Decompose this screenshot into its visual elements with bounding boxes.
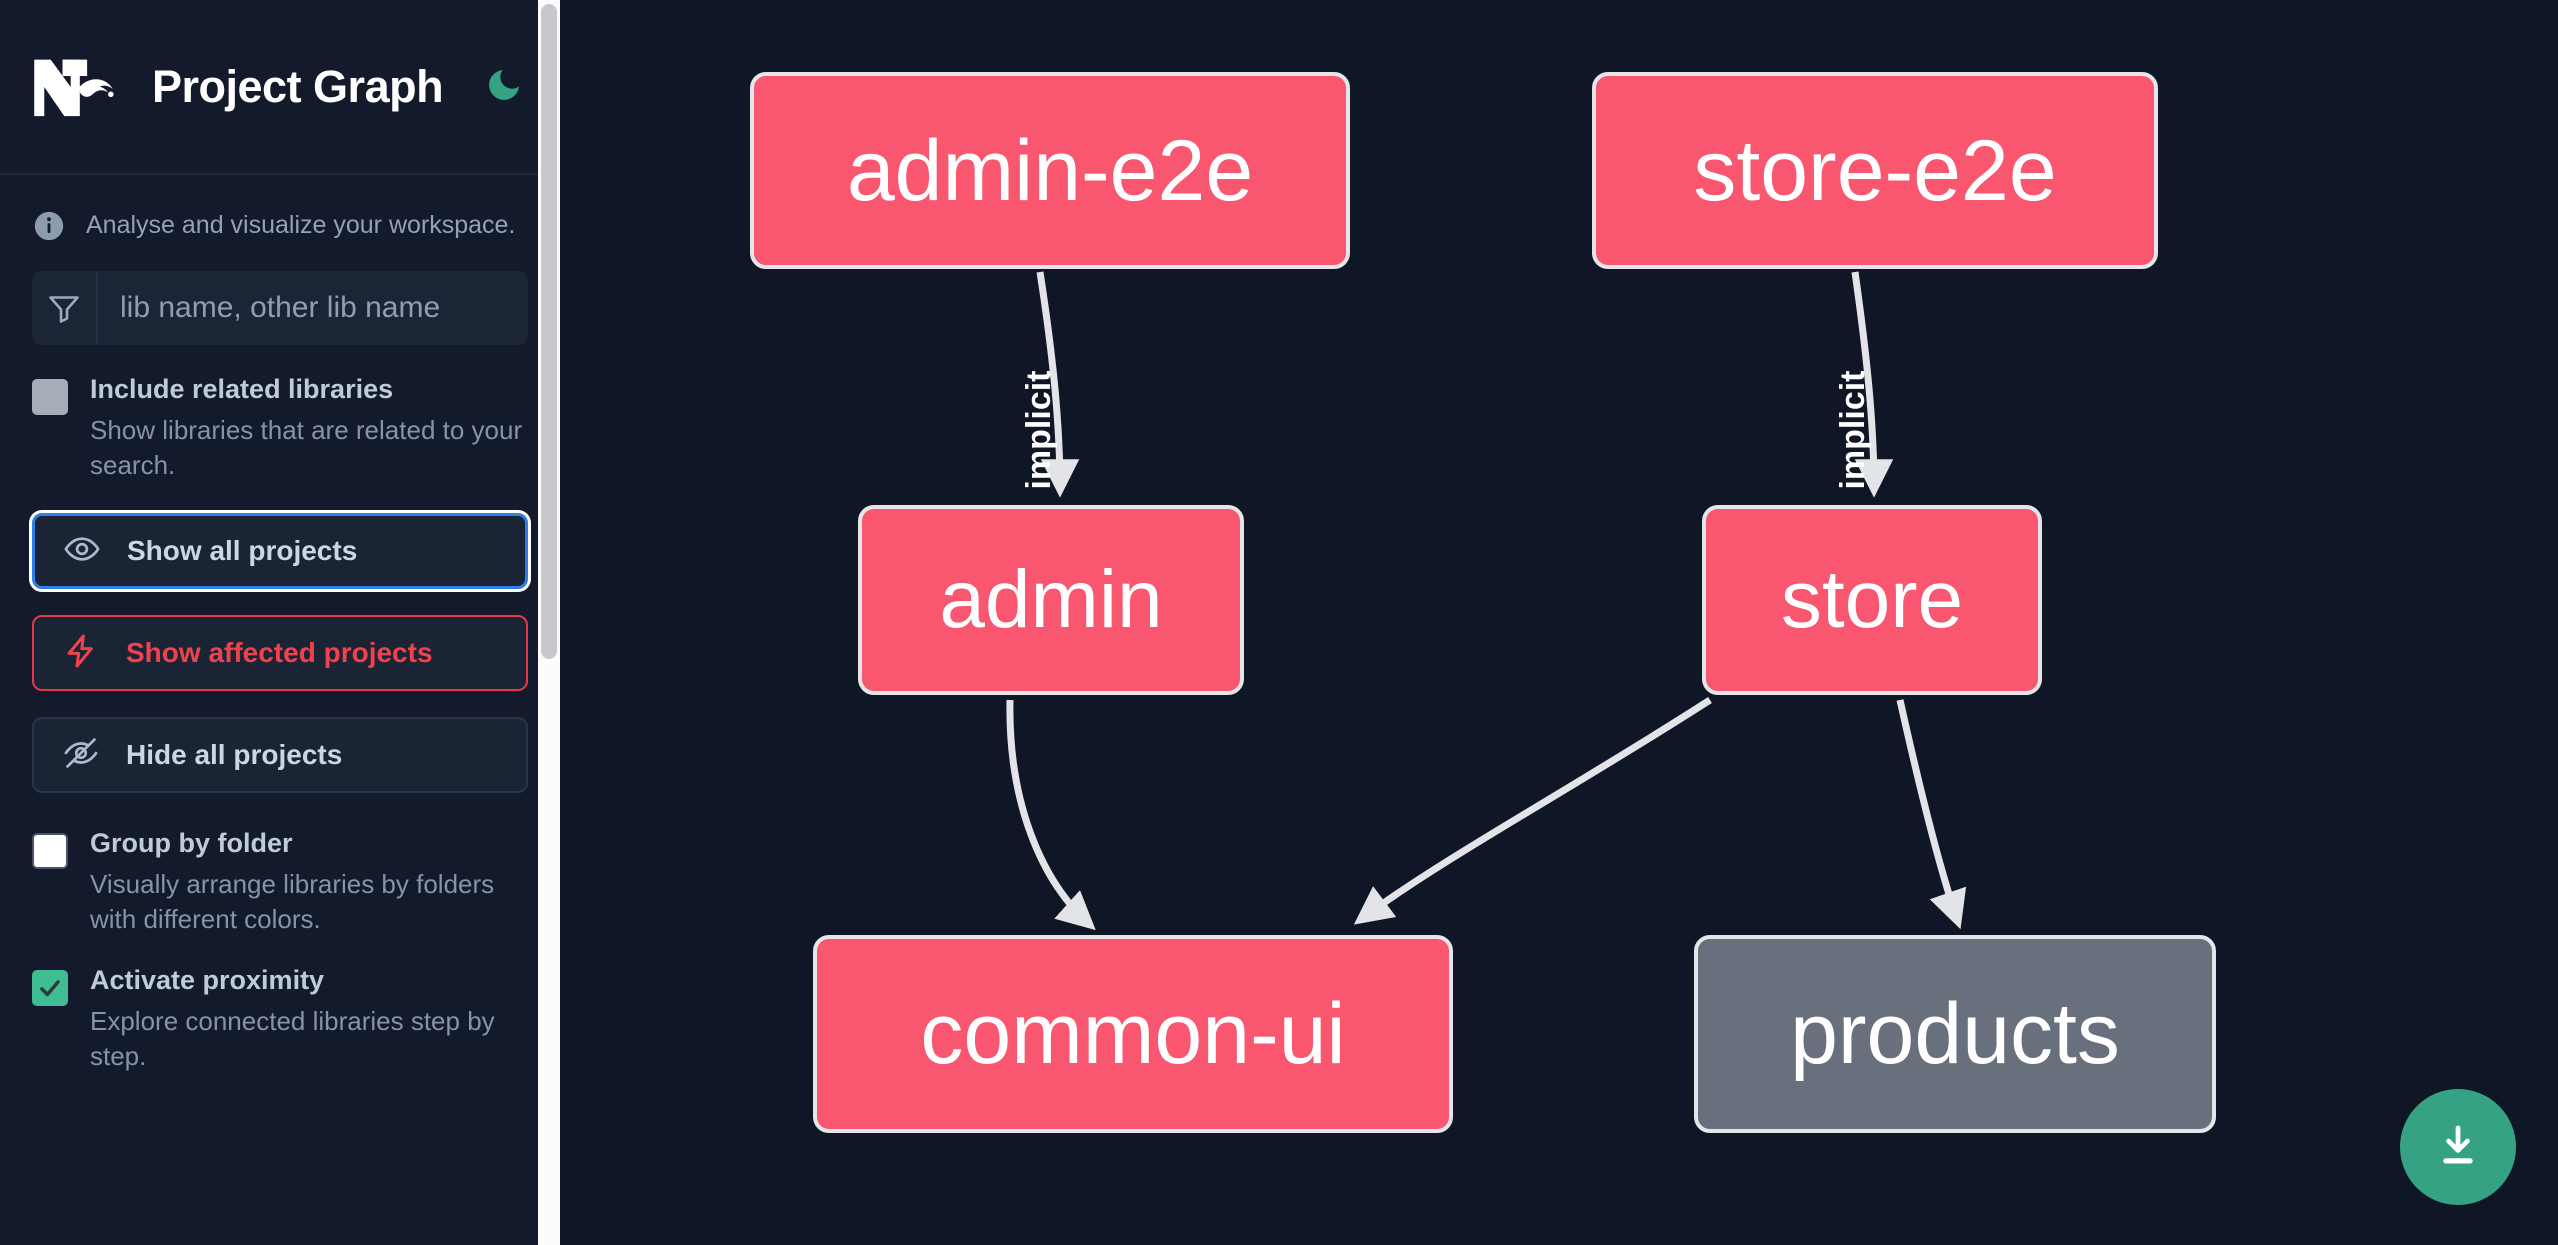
graph-node-common-ui[interactable]: common-ui (813, 935, 1453, 1133)
edge-admin-to-common-ui (1006, 699, 1096, 931)
graph-node-products[interactable]: products (1694, 935, 2216, 1133)
search-section (0, 271, 560, 345)
activate-proximity-label: Activate proximity (90, 965, 325, 996)
graph-node-admin-e2e[interactable]: admin-e2e (750, 72, 1350, 269)
graph-node-label: common-ui (920, 986, 1346, 1082)
graph-canvas[interactable]: implicit implicit admin-e2e store-e2e ad… (560, 0, 2558, 1245)
graph-node-store-e2e[interactable]: store-e2e (1592, 72, 2158, 269)
graph-node-admin[interactable]: admin (858, 505, 1244, 695)
eye-off-icon (62, 734, 100, 775)
tagline-text: Analyse and visualize your workspace. (86, 211, 516, 240)
tagline: Analyse and visualize your workspace. (0, 175, 560, 271)
show-all-projects-button[interactable]: Show all projects (32, 512, 528, 589)
info-icon (32, 209, 66, 243)
sidebar-scrollbar-track[interactable] (538, 0, 560, 1245)
check-icon (40, 980, 60, 997)
graph-node-label: admin (939, 554, 1163, 645)
show-affected-projects-label: Show affected projects (126, 636, 433, 668)
project-visibility-buttons: Show all projects Show affected projects (0, 483, 560, 793)
edge-store-to-products (1896, 699, 1967, 930)
group-by-folder-desc: Visually arrange libraries by folders wi… (90, 868, 495, 934)
download-icon (2431, 1119, 2485, 1176)
download-image-button[interactable] (2400, 1089, 2516, 1205)
activate-proximity-desc: Explore connected libraries step by step… (90, 1006, 495, 1072)
group-by-folder-checkbox[interactable] (32, 832, 68, 869)
edge-admin-e2e-to-admin (1036, 271, 1080, 498)
graph-node-label: admin-e2e (846, 122, 1254, 219)
show-all-projects-label: Show all projects (127, 534, 358, 566)
graph-edges: implicit implicit (1006, 271, 1967, 931)
edge-label-implicit-store: implicit (1834, 370, 1872, 489)
sidebar-scrollbar-thumb[interactable] (541, 4, 557, 659)
edge-store-to-common-ui (1353, 697, 1712, 925)
search-input[interactable] (98, 271, 528, 345)
option-group-by-folder[interactable]: Group by folder Visually arrange librari… (0, 793, 560, 937)
include-related-libraries-checkbox[interactable] (32, 379, 68, 415)
moon-icon (484, 65, 524, 108)
edge-label-implicit-admin: implicit (1020, 370, 1058, 489)
group-by-folder-label: Group by folder (90, 827, 293, 858)
include-related-libraries-label: Include related libraries (90, 374, 394, 404)
theme-toggle-button[interactable] (479, 60, 528, 114)
edge-store-e2e-to-store (1851, 271, 1894, 498)
include-related-libraries-desc: Show libraries that are related to your … (90, 415, 523, 480)
search-box[interactable] (32, 271, 528, 345)
eye-icon (63, 530, 101, 571)
lightning-bolt-icon (62, 632, 100, 673)
hide-all-projects-label: Hide all projects (126, 738, 343, 770)
sidebar-header: Project Graph (0, 0, 560, 175)
graph-node-store[interactable]: store (1702, 505, 2042, 695)
activate-proximity-checkbox[interactable] (32, 970, 68, 1007)
graph-node-label: store (1780, 554, 1964, 645)
filter-icon[interactable] (32, 271, 98, 345)
graph-node-label: products (1790, 986, 2120, 1082)
sidebar: Project Graph (0, 0, 560, 1245)
graph-node-label: store-e2e (1693, 122, 2057, 219)
option-activate-proximity[interactable]: Activate proximity Explore connected lib… (0, 936, 560, 1074)
hide-all-projects-button[interactable]: Hide all projects (32, 716, 528, 793)
show-affected-projects-button[interactable]: Show affected projects (32, 614, 528, 691)
nx-logo (32, 56, 124, 118)
option-include-related-libraries[interactable]: Include related libraries Show libraries… (0, 345, 560, 483)
page-title: Project Graph (152, 60, 444, 112)
